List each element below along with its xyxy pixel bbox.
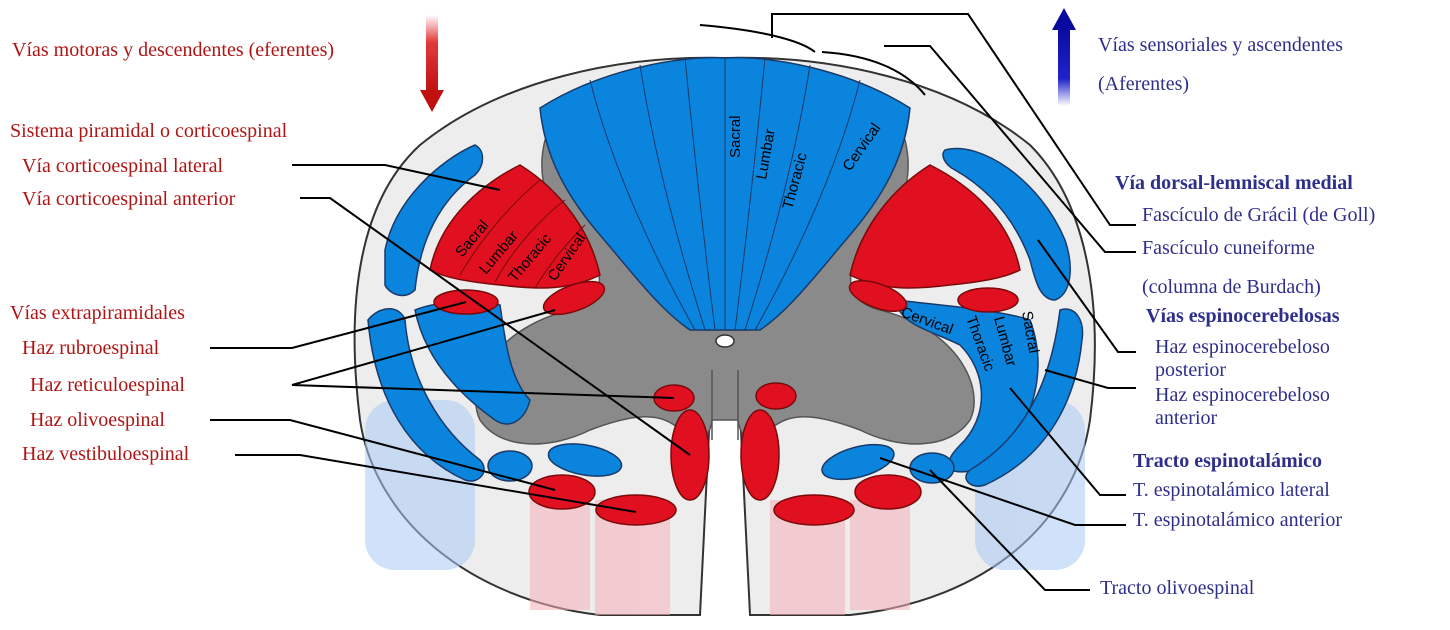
label-cuneate-line1: Fascículo cuneiforme [1142, 237, 1315, 259]
label-posterior-spinocerebellar-line1: Haz espinocerebeloso [1155, 336, 1330, 358]
label-rubrospinal: Haz rubroespinal [22, 337, 160, 359]
gracile-bracket [699, 24, 816, 53]
dorsal-column-dividers [589, 57, 861, 331]
label-anterior-spinothalamic: T. espinotalámico anterior [1133, 509, 1342, 531]
label-cuneate-line2: (columna de Burdach) [1142, 276, 1321, 298]
label-anterior-spinocerebellar-line2: anterior [1155, 407, 1218, 429]
right-vestibulospinal-tract [773, 494, 855, 526]
label-reticulospinal: Haz reticuloespinal [30, 374, 185, 396]
left-anterior-spinothalamic-tract [547, 443, 623, 477]
left-vestibulospinal-tract [595, 494, 677, 526]
label-spinothalamic-header: Tracto espinotalámico [1133, 450, 1322, 472]
afferent-arrow-head [1052, 8, 1076, 30]
left-posterior-spinocerebellar-tract [384, 144, 484, 297]
right-olivospinal-red [854, 474, 922, 510]
right-lateral-spinothalamic-tract [821, 443, 895, 481]
central-canal [715, 334, 735, 348]
label-posterior-spinocerebellar-line2: posterior [1155, 359, 1226, 381]
right-spinocerebellar-tract [894, 299, 1039, 473]
right-anterior-spinocerebellar-tract [965, 308, 1084, 487]
legend-efferent: Vías motoras y descendentes (eferentes) [12, 39, 334, 61]
label-gracile: Fascículo de Grácil (de Goll) [1142, 204, 1375, 226]
label-vestibulospinal: Haz vestibuloespinal [22, 443, 190, 465]
label-anterior-spinocerebellar-line1: Haz espinocerebeloso [1155, 384, 1330, 406]
left-reticulospinal-lateral [542, 280, 606, 316]
left-olivospinal-blue [487, 450, 533, 482]
label-anterior-corticospinal: Vía corticoespinal anterior [22, 188, 236, 210]
descending-columns-shading [365, 400, 1085, 615]
label-lateral-spinothalamic: T. espinotalámico lateral [1133, 479, 1330, 501]
afferent-arrow-shaft [1058, 28, 1070, 106]
right-lateral-corticospinal-tract [849, 164, 1021, 289]
label-spinocerebellar-header: Vías espinocerebelosas [1146, 305, 1340, 327]
efferent-arrow-head [420, 90, 444, 112]
label-lateral-corticospinal: Vía corticoespinal lateral [22, 155, 223, 177]
left-olivospinal-tract [528, 474, 596, 510]
label-olivospinal-tract: Tracto olivoespinal [1100, 577, 1255, 599]
dorsal-label-sacral: Sacral [727, 115, 744, 158]
right-reticulospinal-medial [755, 382, 797, 410]
cuneate-bracket [821, 51, 926, 96]
label-extrapyramidal-header: Vías extrapiramidales [10, 302, 185, 324]
left-leader-lines [210, 164, 691, 513]
legend-afferent-line1: Vías sensoriales y ascendentes [1098, 34, 1343, 56]
label-olivospinal: Haz olivoespinal [30, 409, 165, 431]
right-anterior-corticospinal-tract [740, 409, 780, 501]
right-rubrospinal-tract [957, 287, 1019, 313]
right-leader-lines [771, 13, 1136, 591]
efferent-arrow-shaft [426, 15, 438, 93]
right-reticulospinal-lateral [848, 280, 908, 312]
right-cuneate-border [942, 147, 1071, 301]
left-lateral-corticospinal-tract [429, 164, 601, 289]
label-pyramidal-header: Sistema piramidal o corticoespinal [10, 120, 288, 142]
right-anterior-spinothalamic-tract [909, 452, 955, 484]
legend-afferent-line2: (Aferentes) [1098, 73, 1189, 95]
left-lateral-cst-dividers [459, 179, 586, 289]
anterior-median-fissure [711, 370, 739, 440]
label-dcml-header: Vía dorsal-lemniscal medial [1115, 172, 1353, 194]
